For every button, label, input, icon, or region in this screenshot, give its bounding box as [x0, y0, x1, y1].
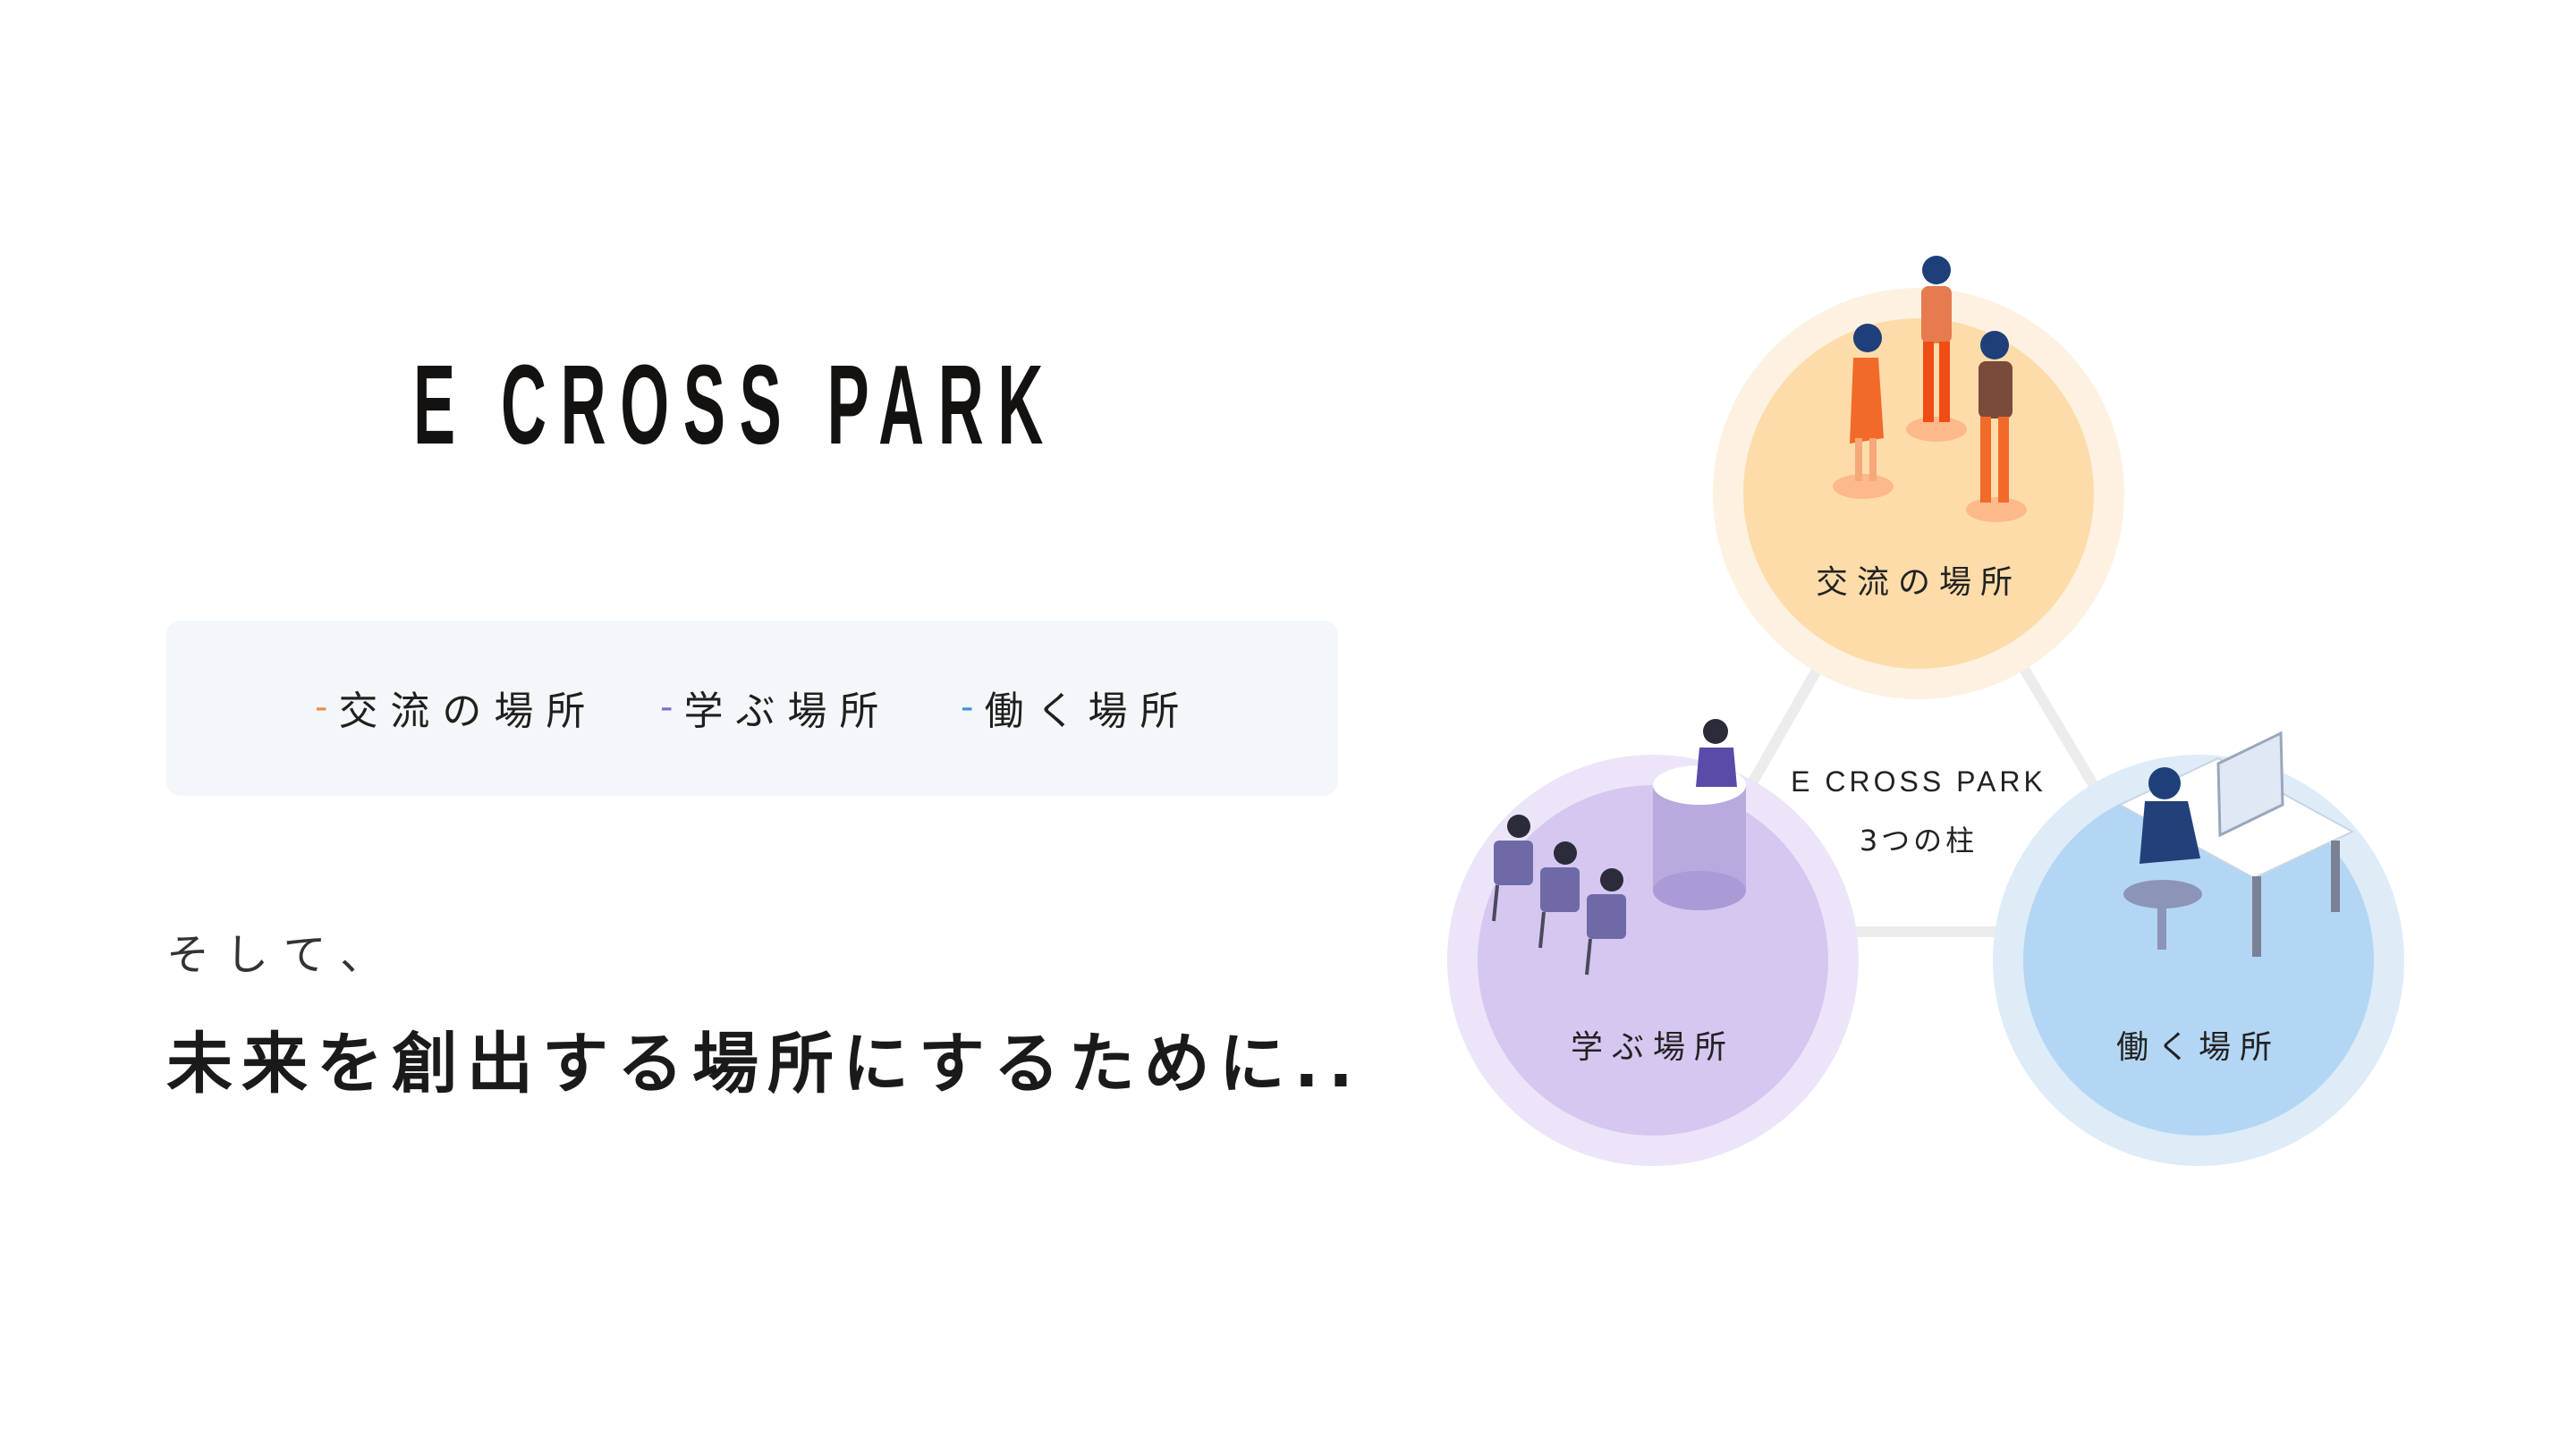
- lead-heading: 未来を創出する場所にするために..: [166, 1026, 1362, 1103]
- work-circle-label: 働く場所: [2115, 1029, 2282, 1066]
- exchange-circle-label: 交流の場所: [1815, 564, 2022, 601]
- pillar-label: 働く場所: [984, 689, 1192, 734]
- pillars-box: - 交流の場所 - 学ぶ場所 - 働く場所: [166, 621, 1338, 796]
- desk-worker-illustration: [2117, 731, 2355, 957]
- logo-text: E CROSS PARK: [413, 342, 1058, 468]
- pillar-item-learn: - 学ぶ場所: [660, 676, 891, 739]
- three-pillars-diagram: 交流の場所 学ぶ場所 働く場所 E CROSS PARK 3つの柱: [1431, 232, 2415, 1180]
- exchange-circle: [1743, 318, 2094, 669]
- lead-small-text: そして、: [166, 930, 400, 980]
- pillar-label: 交流の場所: [338, 689, 598, 734]
- pillar-item-work: - 働く場所: [961, 676, 1191, 739]
- pillar-dash: -: [961, 687, 974, 728]
- classroom-illustration: [1492, 719, 1746, 976]
- diagram-center-label: E CROSS PARK 3つの柱: [1791, 765, 2046, 859]
- pillar-item-exchange: - 交流の場所: [315, 676, 597, 739]
- diagram-center-subtitle: 3つの柱: [1859, 824, 1979, 858]
- work-circle: [2023, 785, 2374, 1136]
- pillar-dash: -: [315, 687, 328, 728]
- diagram-center-title: E CROSS PARK: [1791, 765, 2046, 798]
- pillar-label: 学ぶ場所: [683, 689, 892, 734]
- people-talking-illustration: [1833, 256, 2027, 522]
- logo: E CROSS PARK: [413, 347, 1111, 463]
- pillar-dash: -: [660, 687, 674, 728]
- learn-circle-label: 学ぶ場所: [1570, 1029, 1736, 1066]
- diagram-graphic: [1447, 256, 2404, 1166]
